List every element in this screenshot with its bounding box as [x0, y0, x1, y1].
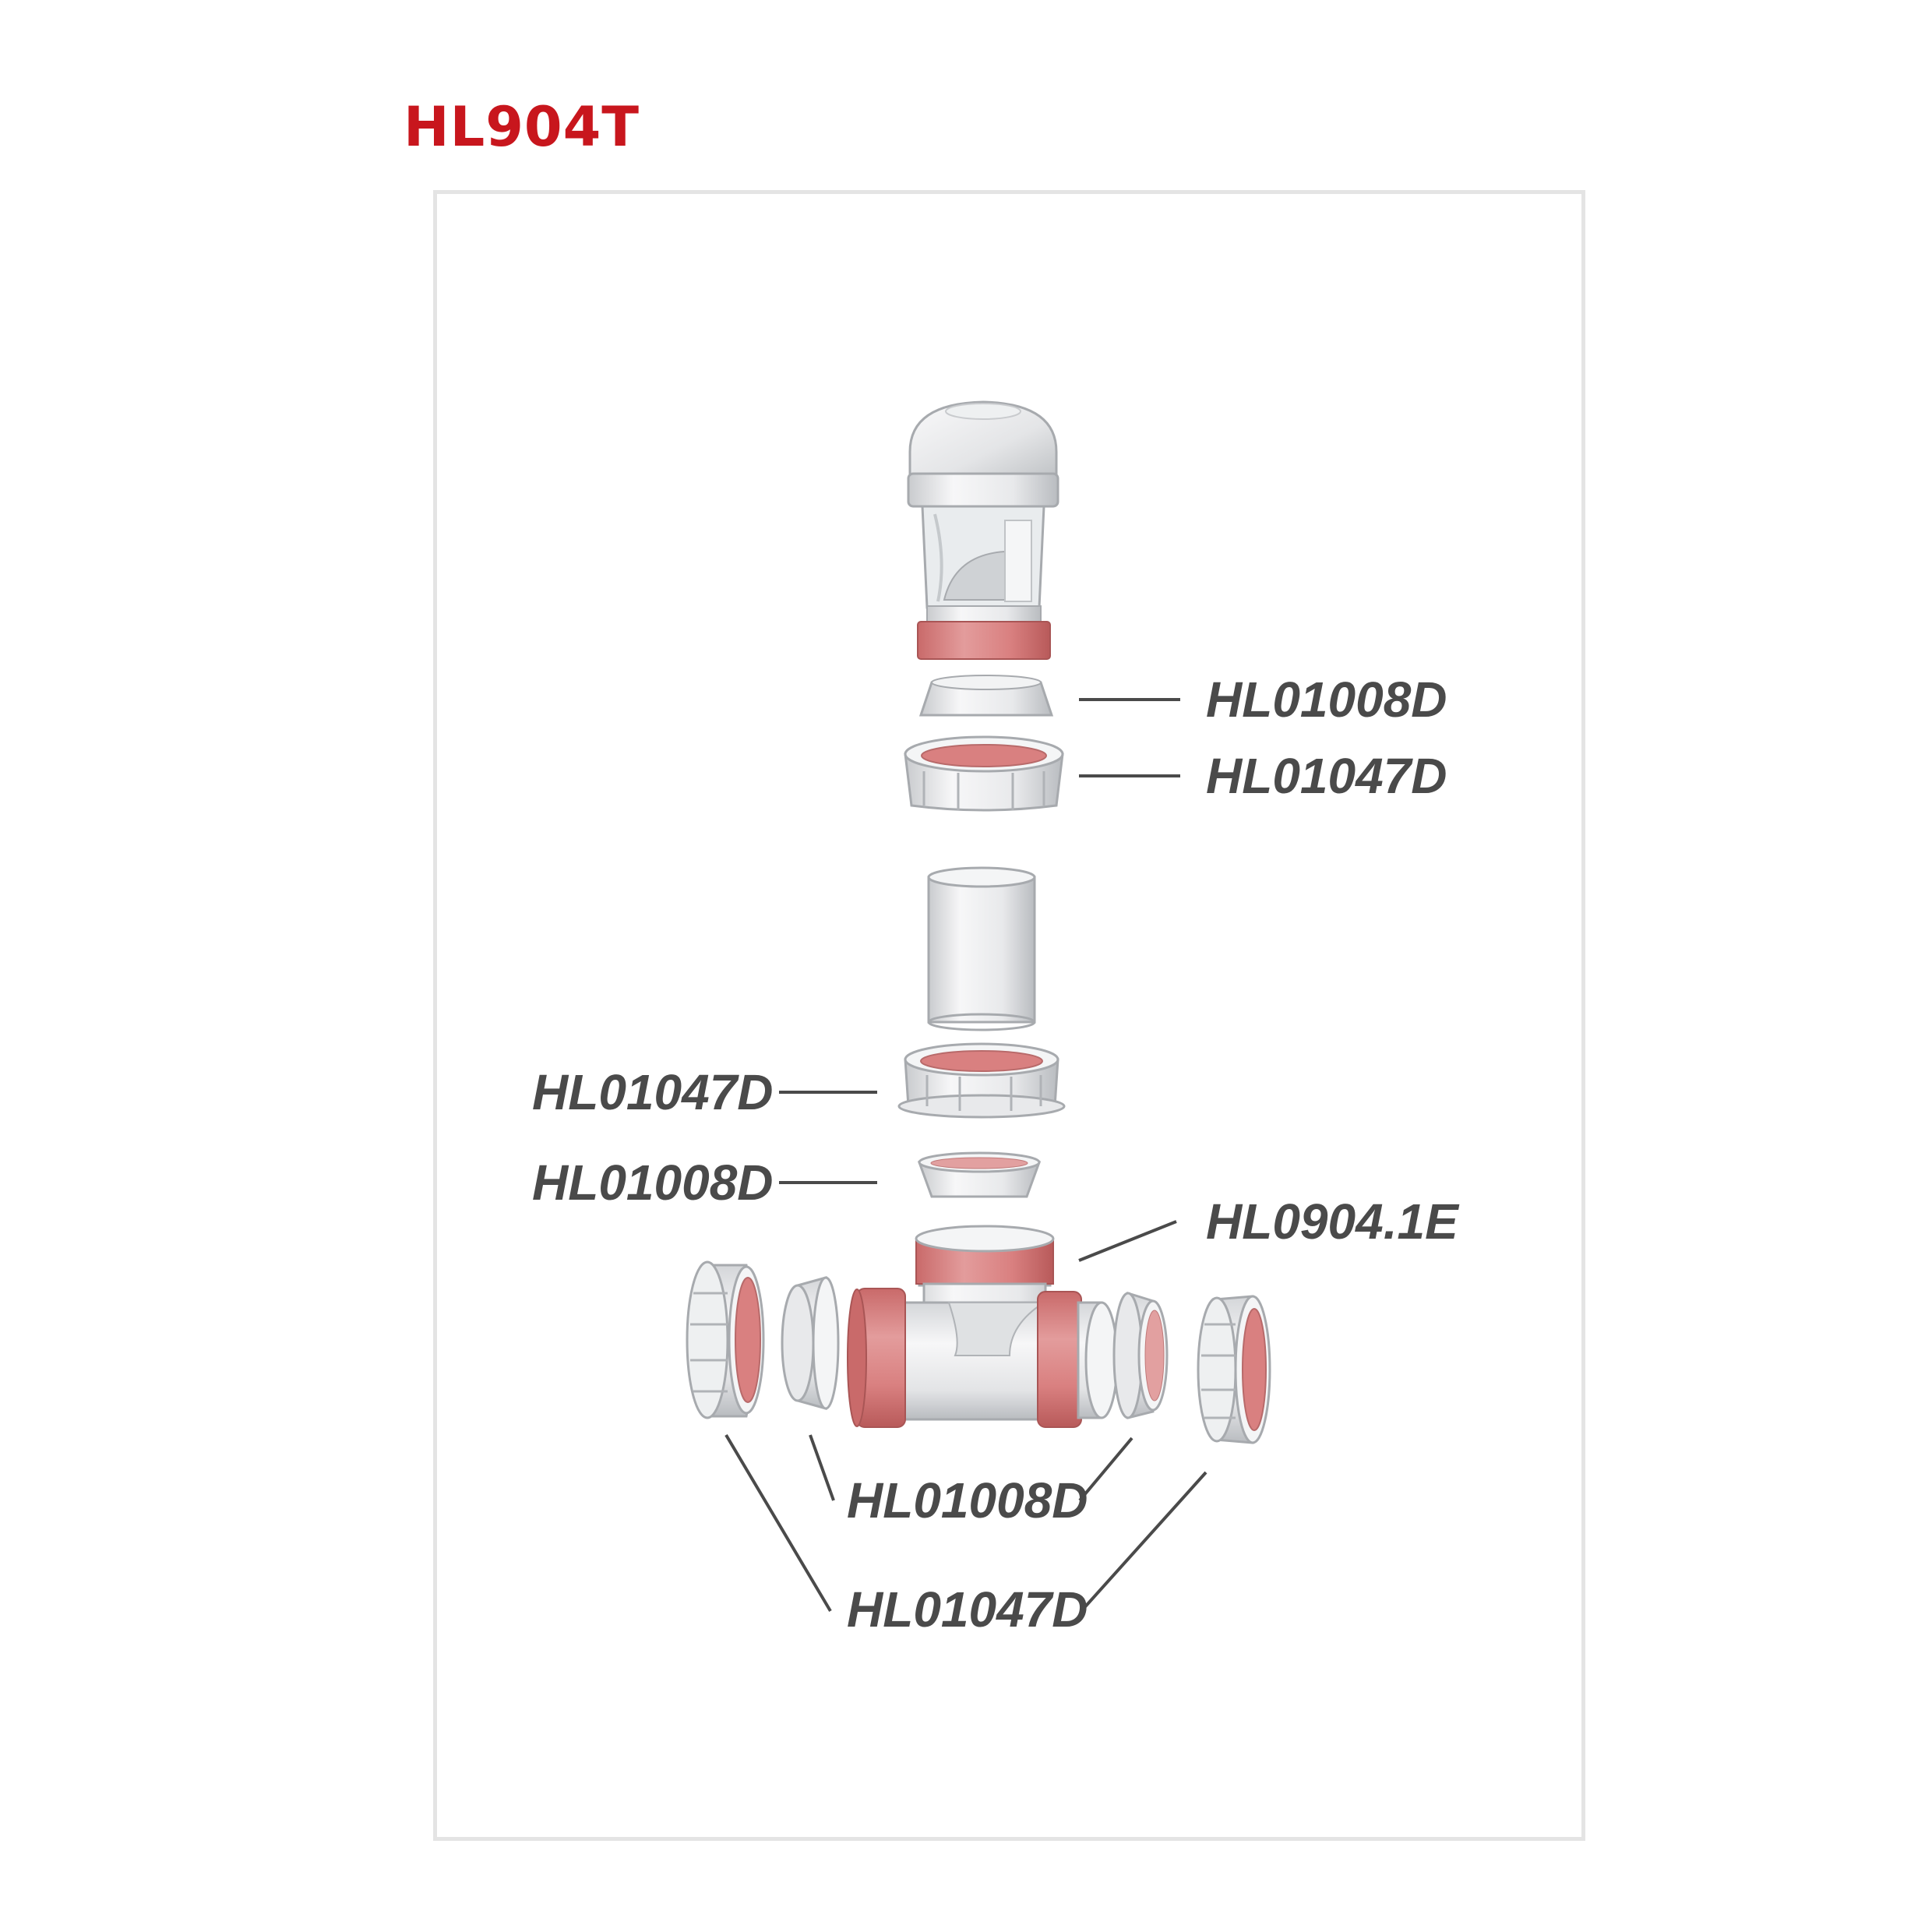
leader-line: [1080, 1471, 1208, 1613]
leader-line: [724, 1433, 832, 1613]
pipe-icon: [927, 866, 1036, 1031]
cone-seal-icon: [1112, 1291, 1169, 1419]
callout-label: HL01008D: [847, 1472, 1088, 1528]
tee-fitting-icon: [847, 1225, 1119, 1428]
callout-label: HL01047D: [1206, 748, 1447, 804]
callout-label: HL01047D: [532, 1064, 774, 1120]
cone-seal-icon: [918, 675, 1054, 717]
leader-line: [809, 1434, 835, 1501]
callout-label: HL01008D: [532, 1155, 774, 1211]
leader-line: [1078, 1437, 1133, 1502]
callout-label: HL01047D: [847, 1581, 1088, 1638]
page-title: HL904T: [404, 95, 640, 159]
union-nut-icon: [686, 1260, 765, 1419]
callout-label: HL01008D: [1206, 672, 1447, 728]
leader-line: [1078, 1220, 1177, 1262]
union-nut-icon: [904, 735, 1064, 812]
union-nut-icon: [897, 1042, 1066, 1119]
cone-seal-icon: [917, 1151, 1042, 1198]
diagram-frame: [433, 190, 1585, 1841]
valve-cap-icon: [907, 400, 1059, 660]
union-nut-icon: [1197, 1295, 1271, 1444]
cone-seal-icon: [781, 1276, 840, 1410]
callout-label: HL0904.1E: [1206, 1193, 1460, 1250]
